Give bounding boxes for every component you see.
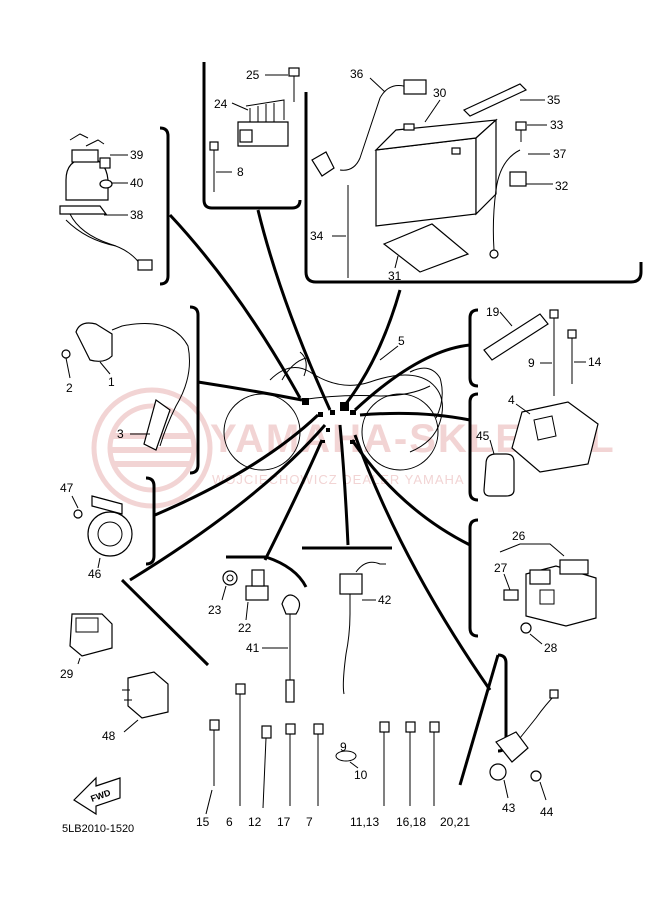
callout-2: 2 [66,381,73,395]
bolt-28-icon [520,622,532,634]
cable-tie-8-icon [209,141,219,192]
rubber-cover-icon [483,453,515,497]
callout-1: 1 [108,375,115,389]
bracket-frames [120,62,643,786]
callout-30: 30 [433,86,447,100]
relay-29-icon [69,613,113,657]
callout-11-13: 11,13 [350,815,379,829]
callout-28: 28 [544,641,558,655]
ignition-coil-icon [61,322,190,451]
callout-20-21: 20,21 [440,815,470,829]
callout-10: 10 [354,768,368,782]
cable-tie-17-icon [285,723,296,806]
callout-47: 47 [60,481,74,495]
cable-tie-14-icon [567,329,577,384]
callout-27: 27 [494,561,508,575]
callout-17: 17 [277,815,291,829]
cable-tie-10-icon [335,750,357,762]
callout-44: 44 [540,805,554,819]
battery-pad-icon [382,223,470,273]
callout-31: 31 [388,269,402,283]
relay-48-icon [122,671,169,719]
callout-12: 12 [248,815,262,829]
watermark-logo-icon [91,387,213,509]
callout-24: 24 [214,97,228,111]
negative-lead-icon [489,149,527,259]
callout-42: 42 [378,593,392,607]
battery-band-icon [462,83,528,117]
cable-tie-16-icon [405,721,416,806]
callout-45: 45 [476,429,490,443]
callout-32: 32 [555,179,569,193]
starter-relay-icon [525,559,597,627]
callout-9b: 9 [340,740,347,754]
callout-46: 46 [88,567,102,581]
rear-brake-switch-icon [339,561,386,695]
callout-8: 8 [237,165,244,179]
callout-4: 4 [508,393,515,407]
callout-14: 14 [588,355,602,369]
group-leader-lines [129,209,492,691]
clamp-12-icon [261,725,272,809]
callout-35: 35 [547,93,561,107]
callout-22: 22 [238,621,252,635]
callout-26: 26 [512,529,526,543]
rectifier-regulator-icon [237,67,300,147]
cable-tie-6-icon [235,683,246,806]
callout-16-18: 16,18 [396,815,426,829]
callout-3: 3 [117,427,124,441]
callout-39: 39 [130,148,144,162]
callout-6: 6 [226,815,233,829]
fuse-icon [503,589,519,601]
callout-15: 15 [196,815,210,829]
cdi-unit-icon [511,401,599,473]
bolt-33-icon [515,121,527,142]
diagram-code: 5LB2010-1520 [62,823,134,835]
battery-cable-icon [311,79,427,177]
battery-icon [374,118,498,227]
callout-33: 33 [550,118,564,132]
callout-37: 37 [553,147,567,161]
callout-48: 48 [102,729,116,743]
callout-19: 19 [486,305,500,319]
main-switch-icon [59,133,153,271]
washer-23-icon [222,570,238,586]
neutral-switch-icon [245,569,269,601]
bolt-44-icon [530,770,542,782]
callout-36: 36 [350,67,364,81]
cable-tie-7-icon [313,723,324,806]
cable-tie-9-icon [549,309,559,396]
horn-icon [73,495,133,557]
cable-tie-15-icon [209,719,220,786]
fwd-arrow-icon: FWD [73,776,121,816]
callout-41: 41 [246,641,260,655]
sidestand-switch-icon [489,689,559,781]
cable-tie-20-icon [429,721,440,806]
lead-wire-41-icon [281,594,301,703]
watermark-subtitle: WOJCIECHOWICZ DEALER YAMAHA [212,472,465,487]
callout-34: 34 [310,229,324,243]
callout-5: 5 [398,334,405,348]
callout-7: 7 [306,815,313,829]
cable-tie-11-icon [379,721,390,806]
protector-tube-icon [483,313,549,361]
callout-38: 38 [130,208,144,222]
callout-9: 9 [528,356,535,370]
callout-40: 40 [130,176,144,190]
callout-29: 29 [60,667,74,681]
callout-23: 23 [208,603,222,617]
callout-25: 25 [246,68,260,82]
callout-43: 43 [502,801,516,815]
